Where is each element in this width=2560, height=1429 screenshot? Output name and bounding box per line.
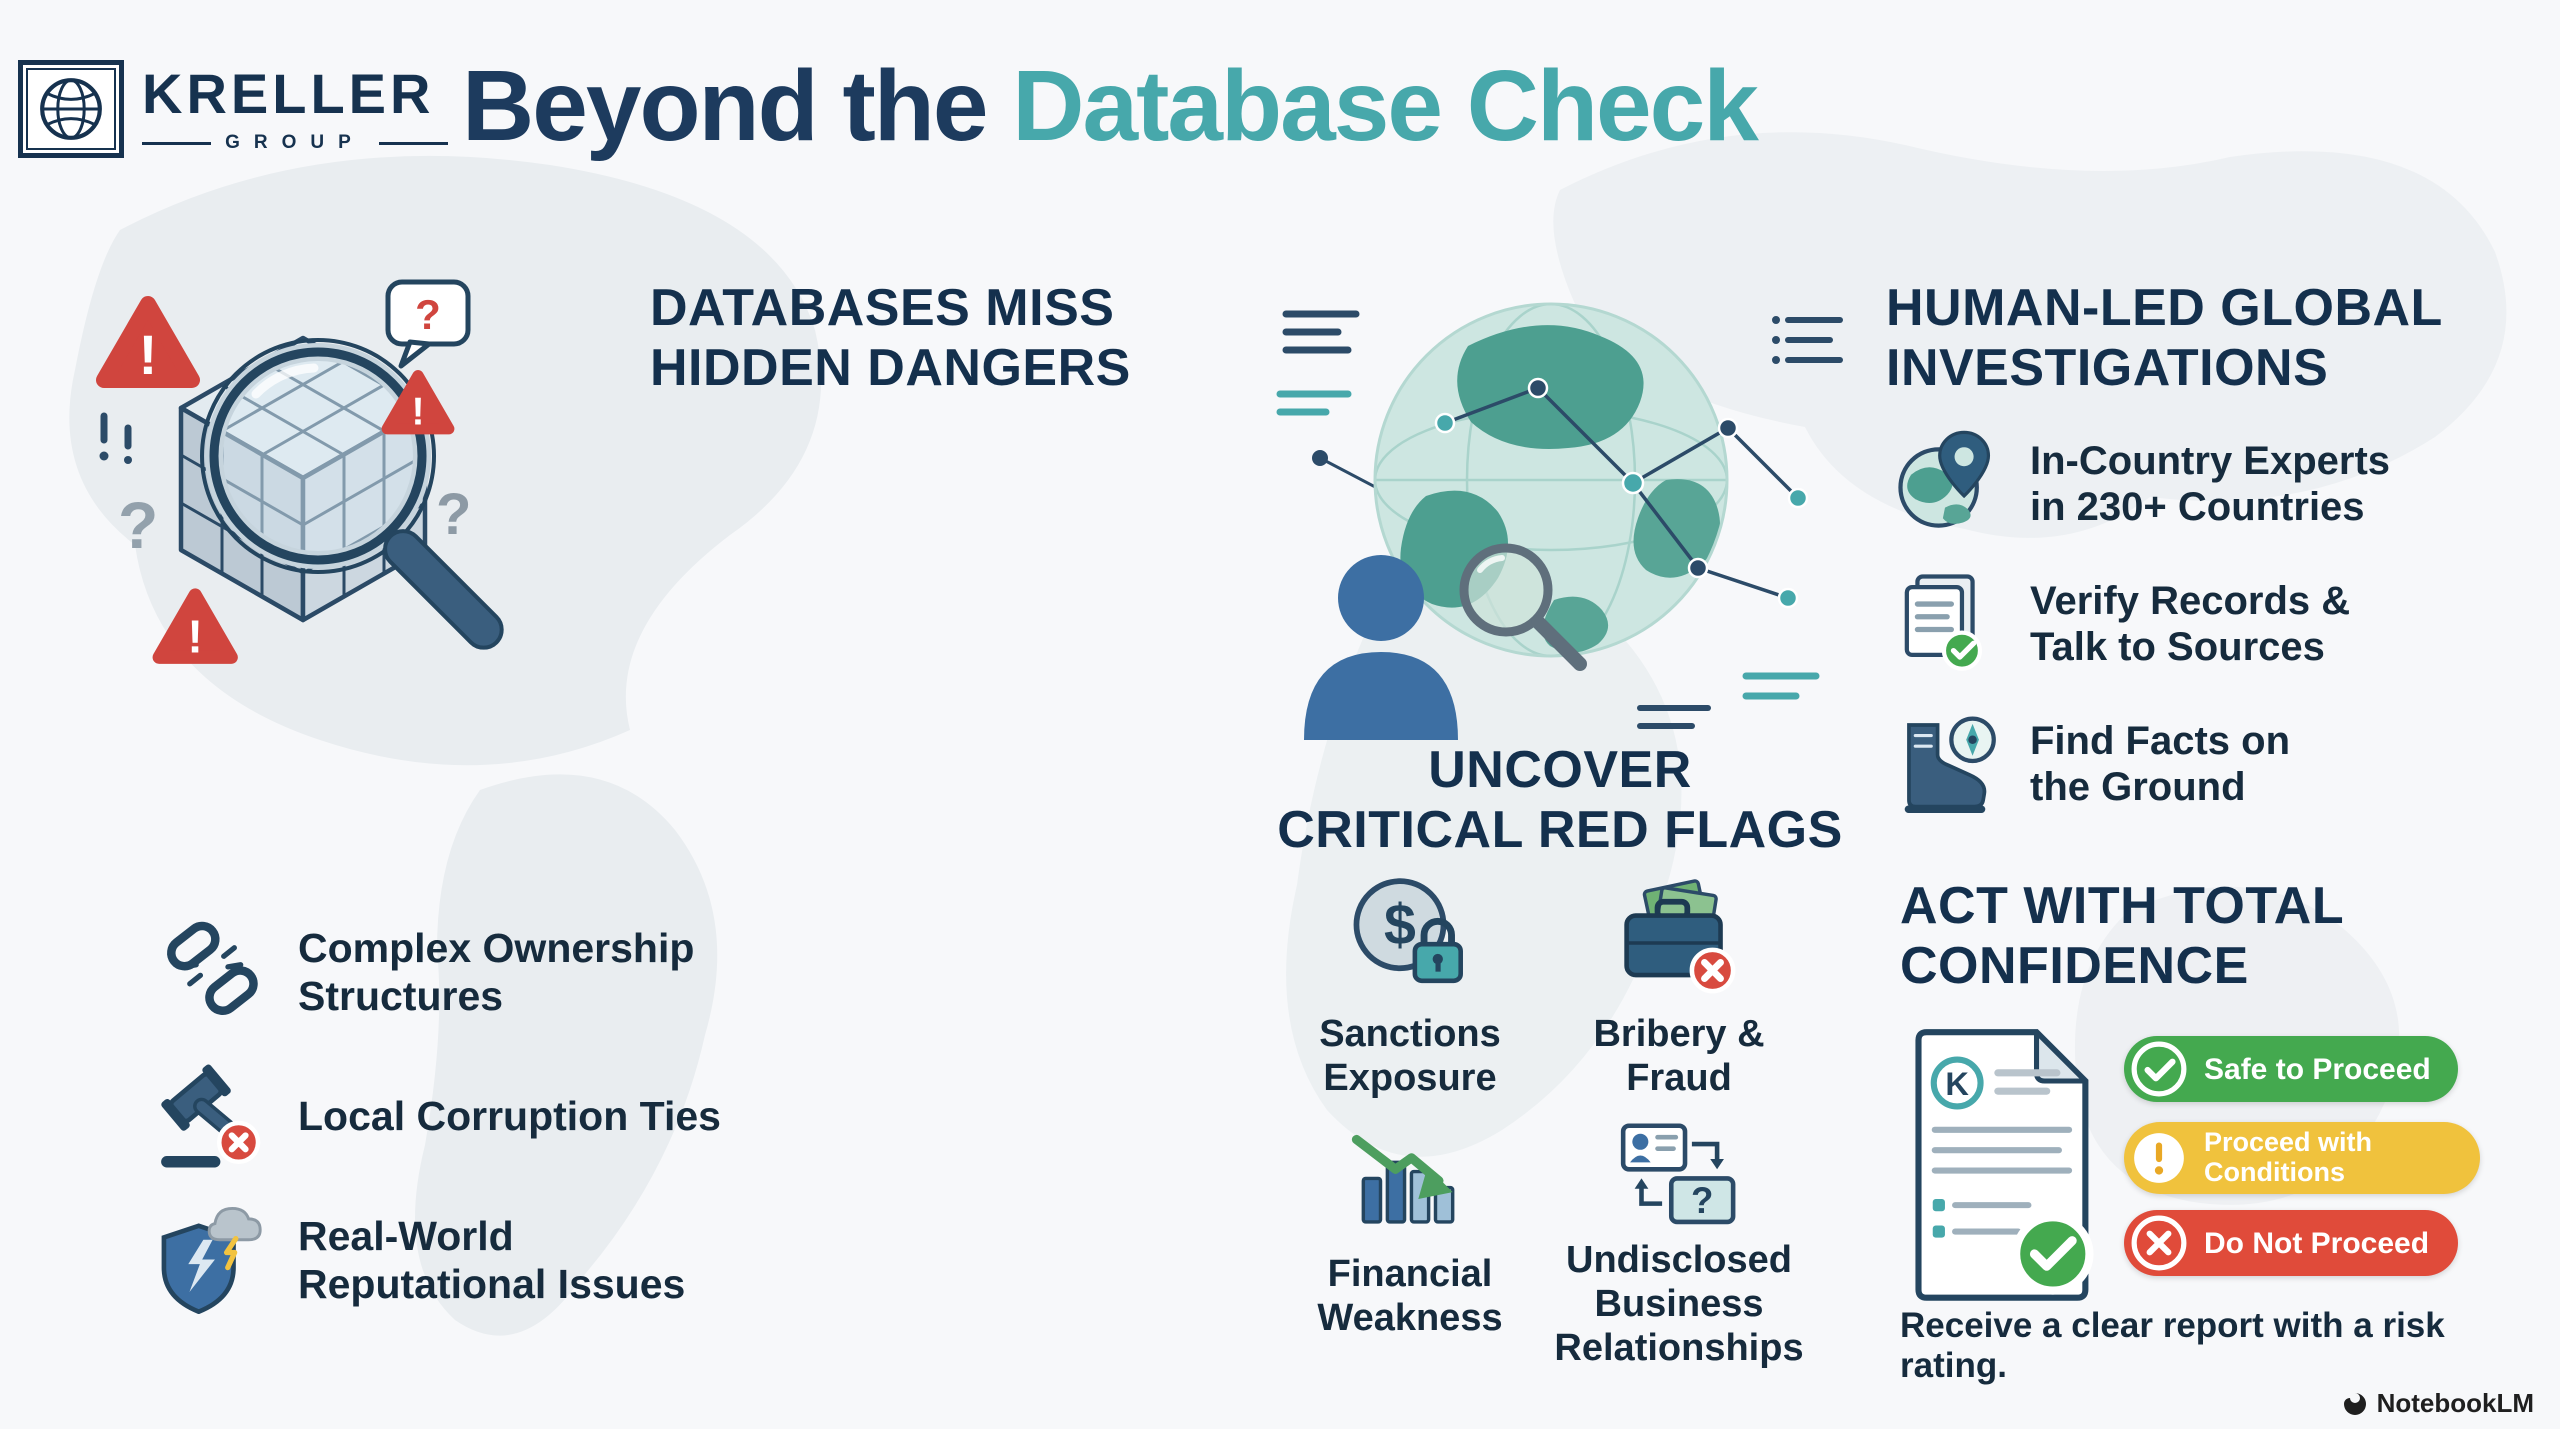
flag-sanctions-label: Sanctions Exposure bbox=[1319, 1013, 1501, 1099]
notebooklm-watermark: NotebookLM bbox=[2342, 1388, 2534, 1419]
question-mark-right: ? bbox=[436, 482, 471, 547]
kreller-globe-icon bbox=[18, 60, 124, 158]
left-item-local-corruption: Local Corruption Ties bbox=[298, 1093, 721, 1139]
right-column-heading: HUMAN-LED GLOBAL INVESTIGATIONS bbox=[1886, 279, 2443, 397]
investigator-person-icon bbox=[1304, 555, 1458, 740]
logo-subtitle: GROUP bbox=[142, 132, 448, 154]
svg-text:K: K bbox=[1945, 1066, 1969, 1102]
boots-on-ground-icon bbox=[1904, 716, 1996, 813]
right-item-verify-records: Verify Records & Talk to Sources bbox=[2030, 579, 2351, 669]
badge-label: Proceed with Conditions bbox=[2204, 1127, 2373, 1187]
badge-safe-to-proceed: Safe to Proceed bbox=[2124, 1036, 2458, 1102]
globe-icon bbox=[1373, 302, 1729, 658]
flag-bribery-label: Bribery & Fraud bbox=[1593, 1013, 1765, 1099]
warning-triangle-icon: ! bbox=[381, 369, 455, 435]
kreller-wordmark: KRELLER GROUP bbox=[142, 60, 448, 154]
logo-rule-right bbox=[378, 141, 448, 145]
badge-proceed-with-conditions: Proceed with Conditions bbox=[2124, 1122, 2480, 1194]
report-checklist-icon bbox=[1932, 1199, 2032, 1238]
check-circle-icon bbox=[2130, 1040, 2188, 1098]
svg-text:?: ? bbox=[1691, 1180, 1713, 1221]
svg-text:$: $ bbox=[1384, 893, 1416, 957]
gavel-corruption-icon bbox=[161, 1064, 261, 1168]
confidence-heading: ACT WITH TOTAL CONFIDENCE bbox=[1900, 877, 2345, 995]
bribery-briefcase-icon bbox=[1624, 879, 1736, 994]
middle-column-heading: UNCOVER CRITICAL RED FLAGS bbox=[1277, 741, 1843, 859]
page-title: Beyond the Database Check bbox=[462, 56, 1759, 156]
magnifier-icon bbox=[200, 338, 504, 650]
warning-triangle-icon: ! bbox=[152, 588, 238, 664]
question-bubble-icon: ? bbox=[385, 279, 471, 369]
risk-rating-caption: Receive a clear report with a risk ratin… bbox=[1900, 1306, 2445, 1385]
svg-text:!: ! bbox=[188, 610, 203, 662]
financial-decline-icon bbox=[1351, 1134, 1455, 1224]
risk-report-document-icon: K bbox=[1915, 1029, 2094, 1301]
question-mark-left: ? bbox=[118, 488, 158, 562]
storm-cloud-icon bbox=[207, 1206, 262, 1271]
profile-card-icon bbox=[1620, 1123, 1688, 1172]
warning-circle-icon bbox=[2130, 1129, 2188, 1187]
logo-name: KRELLER bbox=[142, 62, 435, 125]
verify-records-icon bbox=[1904, 574, 1983, 671]
title-part-teal: Database Check bbox=[1012, 50, 1759, 162]
flag-financial-label: Financial Weakness bbox=[1317, 1253, 1503, 1339]
svg-text:!: ! bbox=[139, 323, 158, 386]
small-magnifier-icon bbox=[1459, 543, 1587, 671]
shield-storm-icon bbox=[161, 1206, 262, 1314]
x-circle-icon bbox=[2130, 1214, 2188, 1272]
logo-rule-left bbox=[142, 141, 212, 145]
globe-pin-icon bbox=[1898, 430, 1991, 528]
left-item-complex-ownership: Complex Ownership Structures bbox=[298, 925, 695, 1019]
flag-undisclosed-label: Undisclosed Business Relationships bbox=[1554, 1239, 1804, 1369]
question-card-icon: ? bbox=[1668, 1176, 1736, 1225]
database-magnifier-illustration: ? ? ! ! bbox=[96, 279, 504, 664]
undisclosed-relationships-icon: ? bbox=[1620, 1123, 1736, 1225]
left-column-heading: DATABASES MISS HIDDEN DANGERS bbox=[650, 279, 1131, 397]
right-item-facts-on-ground: Find Facts on the Ground bbox=[2030, 719, 2290, 809]
globe-investigation-illustration bbox=[1276, 302, 1843, 740]
data-lines-right-icon bbox=[1637, 316, 1843, 729]
accent-dashes-icon bbox=[99, 412, 132, 464]
network-overlay-icon bbox=[1434, 377, 1809, 609]
warning-triangle-icon: ! bbox=[96, 296, 200, 388]
report-k-logo-icon: K bbox=[1930, 1056, 1984, 1110]
right-item-in-country-experts: In-Country Experts in 230+ Countries bbox=[2030, 439, 2391, 529]
lock-icon bbox=[1412, 917, 1463, 984]
svg-text:!: ! bbox=[411, 391, 424, 434]
kreller-logo: KRELLER GROUP bbox=[18, 60, 448, 158]
svg-text:?: ? bbox=[415, 291, 441, 338]
title-part-dark: Beyond the bbox=[462, 50, 1013, 162]
sanctions-lock-icon: $ bbox=[1353, 878, 1463, 984]
compass-icon bbox=[1949, 716, 1996, 764]
badge-do-not-proceed: Do Not Proceed bbox=[2124, 1210, 2458, 1276]
left-item-reputational-issues: Real-World Reputational Issues bbox=[298, 1213, 686, 1307]
notebooklm-icon bbox=[2342, 1391, 2368, 1417]
broken-chain-icon bbox=[167, 921, 258, 1015]
